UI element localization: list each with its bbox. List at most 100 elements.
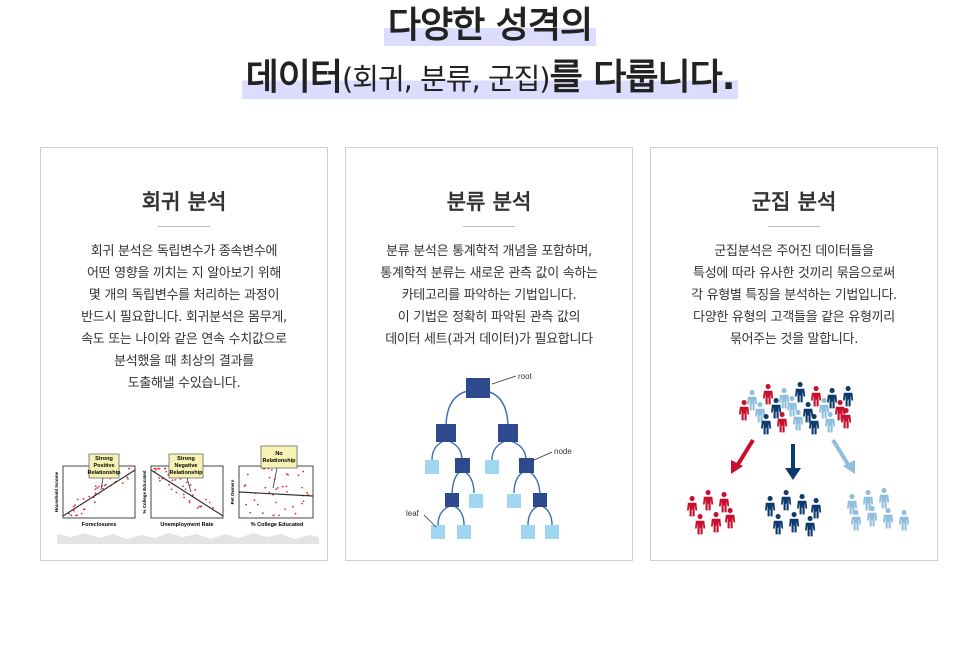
plot-note: Negative	[175, 463, 198, 469]
clustering-description: 군집분석은 주어진 데이터들을 특성에 따라 유사한 것끼리 묶음으로써 각 유…	[651, 241, 937, 351]
person-icon	[843, 386, 854, 407]
scatter-dot	[249, 511, 252, 514]
scatter-dot	[268, 491, 271, 494]
scatter-dot	[264, 486, 267, 489]
person-icon	[811, 386, 822, 407]
clustering-title: 군집 분석	[751, 190, 837, 214]
scatter-dot	[286, 491, 288, 493]
scatter-dot	[157, 467, 160, 470]
tree-leaf	[431, 525, 445, 539]
headline-suffix: 를 다룹니다.	[549, 57, 736, 98]
scatter-dot	[96, 487, 98, 489]
scatter-dot	[196, 507, 199, 509]
plot-negative: Strong Negative Relationship Unemploymen…	[142, 453, 224, 528]
cluster-arrows	[731, 438, 855, 480]
scatter-dot	[208, 501, 211, 504]
desc-line: 데이터 세트(과거 데이터)가 필요합니다	[385, 332, 593, 347]
scatter-dot	[82, 508, 85, 511]
plot-note: No	[275, 451, 283, 457]
plot-note: Relationship	[87, 470, 121, 476]
tree-leaf-label: leaf	[406, 509, 420, 518]
headline: 다양한 성격의 데이터(회귀, 분류, 군집)를 다룹니다.	[0, 0, 980, 99]
person-icon	[827, 388, 838, 409]
desc-line: 통계학적 분류는 새로운 관측 값이 속하는	[380, 266, 598, 281]
scatter-dot	[306, 491, 309, 494]
person-icon	[719, 492, 730, 513]
scatter-dot	[128, 467, 130, 470]
plot-xlabel: Unemployment Rate	[160, 522, 213, 528]
scatter-dot	[200, 505, 203, 508]
scatter-dot	[155, 468, 157, 471]
person-icon	[781, 490, 792, 511]
person-icon	[789, 512, 800, 533]
scatter-dot	[287, 473, 289, 476]
scatter-dot	[261, 512, 264, 515]
scatter-dot	[88, 495, 91, 498]
plot-xlabel: Foreclosures	[82, 522, 117, 528]
scatter-dot	[285, 485, 288, 488]
torn-edge	[57, 533, 319, 544]
scatter-dot	[158, 467, 161, 470]
tree-leaf	[521, 525, 535, 539]
scatter-dot	[184, 488, 187, 490]
scatter-dot	[198, 505, 201, 508]
plot-note: Strong	[95, 456, 113, 462]
tree-node	[445, 493, 459, 507]
scatter-dot	[68, 512, 70, 515]
scatter-dot	[121, 482, 124, 484]
scatter-dot	[104, 483, 107, 486]
scatter-dot	[189, 484, 192, 486]
scatter-dot	[74, 504, 76, 507]
scatter-dot	[72, 505, 75, 508]
tree-node	[455, 458, 470, 473]
scatter-dot	[102, 487, 104, 490]
clustering-card: 군집 분석 군집분석은 주어진 데이터들을 특성에 따라 유사한 것끼리 묶음으…	[650, 147, 938, 561]
scatter-dot	[188, 501, 191, 504]
desc-line: 속도 또는 나이와 같은 연속 수치값으로	[81, 332, 287, 347]
plot-note: Strong	[177, 456, 195, 462]
scatter-dot	[302, 500, 305, 503]
scatter-dot	[194, 488, 197, 491]
person-icon	[747, 390, 758, 411]
desc-line: 묶어주는 것을 말합니다.	[729, 332, 859, 347]
person-icon	[797, 494, 808, 515]
person-icon	[687, 496, 698, 517]
scatter-dot	[284, 508, 287, 510]
scatter-dot	[212, 506, 215, 509]
scatter-dot	[183, 496, 186, 499]
clustering-illustration	[687, 382, 910, 537]
desc-line: 분석했을 때 최상의 결과를	[114, 354, 254, 369]
headline-line-1: 다양한 성격의	[383, 6, 597, 46]
scatter-dot	[205, 498, 208, 501]
desc-line: 각 유형별 특징을 분석하는 기법입니다.	[691, 288, 897, 303]
scatter-dot	[94, 488, 97, 491]
mixed-crowd	[739, 382, 854, 435]
scatter-dot	[277, 487, 279, 489]
plot-note: Relationship	[262, 458, 296, 464]
tree-leaf	[425, 460, 439, 474]
tree-node	[436, 424, 456, 442]
scatter-dot	[301, 502, 303, 505]
headline-paren: (회귀, 분류, 군집)	[341, 62, 551, 96]
classification-description: 분류 분석은 통계학적 개념을 포함하며, 통계학적 분류는 새로운 관측 값이…	[346, 241, 632, 351]
person-icon	[765, 496, 776, 517]
headline-line-2: 데이터(회귀, 분류, 군집)를 다룹니다.	[241, 57, 739, 99]
tree-node	[533, 493, 547, 507]
tree-root-node	[466, 378, 490, 398]
scatter-dot	[82, 497, 85, 500]
desc-line: 분류 분석은 통계학적 개념을 포함하며,	[386, 244, 592, 259]
scatter-dot	[70, 514, 73, 517]
person-icon	[773, 514, 784, 535]
tree-node-label: node	[554, 447, 572, 456]
scatter-dot	[182, 493, 185, 496]
scatter-dot	[171, 479, 174, 482]
scatter-dot	[281, 485, 284, 488]
scatter-dot	[175, 491, 178, 494]
title-divider	[158, 226, 210, 227]
scatter-dot	[80, 512, 83, 515]
classification-card: 분류 분석 분류 분석은 통계학적 개념을 포함하며, 통계학적 분류는 새로운…	[345, 147, 633, 561]
classification-title: 분류 분석	[446, 190, 532, 214]
regression-illustration: Strong Positive Relationship Foreclosure…	[54, 445, 319, 544]
tree-leaf	[507, 494, 521, 508]
scatter-dot	[174, 479, 177, 481]
